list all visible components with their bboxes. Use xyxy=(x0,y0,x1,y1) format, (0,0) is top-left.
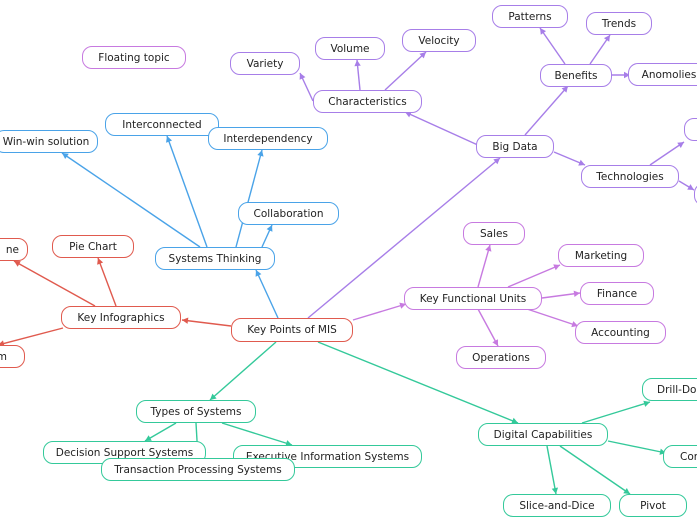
arrowhead xyxy=(553,264,560,271)
technology-subtopic[interactable] xyxy=(684,118,697,141)
trends-topic[interactable]: Trends xyxy=(586,12,652,35)
arrowhead xyxy=(62,153,69,160)
arrowhead xyxy=(551,487,559,494)
arrowhead xyxy=(14,261,21,267)
connector-line xyxy=(97,257,117,307)
infographic-topic-cut-off[interactable]: ne xyxy=(0,238,28,261)
arrowhead xyxy=(603,35,610,42)
digital-capabilities-topic[interactable]: Digital Capabilities xyxy=(478,423,608,446)
connector-line xyxy=(524,85,569,136)
collaboration-topic[interactable]: Collaboration xyxy=(238,202,339,225)
key-functional-units-topic[interactable]: Key Functional Units xyxy=(404,287,542,310)
connector-line xyxy=(352,303,407,321)
arrowhead xyxy=(493,158,500,165)
connector-line xyxy=(61,152,201,248)
infographic-topic-cut-off[interactable]: m xyxy=(0,345,25,368)
connector-line xyxy=(307,157,501,319)
connector-line xyxy=(526,308,579,327)
connector-line xyxy=(559,445,631,495)
consolidation-topic[interactable]: Con xyxy=(663,445,697,468)
connector-line xyxy=(507,264,561,288)
arrowhead xyxy=(145,435,152,441)
connector-line xyxy=(181,319,232,327)
connector-line xyxy=(539,27,566,65)
connector-line xyxy=(404,111,481,147)
connector-line xyxy=(546,445,557,495)
arrowhead xyxy=(255,270,262,277)
interconnected-topic[interactable]: Interconnected xyxy=(105,113,219,136)
marketing-topic[interactable]: Marketing xyxy=(558,244,644,267)
drill-down-topic[interactable]: Drill-Do xyxy=(642,378,697,401)
arrowhead xyxy=(419,52,426,59)
arrowhead xyxy=(354,60,361,67)
arrowhead xyxy=(166,136,173,143)
connector-line xyxy=(384,51,427,91)
arrowhead xyxy=(97,258,104,265)
arrowhead xyxy=(405,111,412,118)
operations-topic[interactable]: Operations xyxy=(456,346,546,369)
arrowhead xyxy=(623,487,630,494)
volume-topic[interactable]: Volume xyxy=(315,37,385,60)
arrowhead xyxy=(257,150,264,157)
technologies-topic[interactable]: Technologies xyxy=(581,165,679,188)
connector-line xyxy=(477,244,491,288)
sales-topic[interactable]: Sales xyxy=(463,222,525,245)
arrowhead xyxy=(485,245,492,252)
connector-line xyxy=(235,149,263,248)
connector-line xyxy=(166,135,208,248)
connector-line xyxy=(649,141,685,166)
arrowhead xyxy=(578,159,585,166)
variety-topic[interactable]: Variety xyxy=(230,52,300,75)
arrowhead xyxy=(299,73,306,80)
pie-chart-topic[interactable]: Pie Chart xyxy=(52,235,134,258)
arrowhead xyxy=(266,225,273,232)
accounting-topic[interactable]: Accounting xyxy=(575,321,666,344)
key-infographics-topic[interactable]: Key Infographics xyxy=(61,306,181,329)
arrowhead xyxy=(492,339,498,346)
finance-topic[interactable]: Finance xyxy=(580,282,654,305)
root-topic[interactable]: Key Points of MIS xyxy=(231,318,353,342)
arrowhead xyxy=(511,417,518,424)
anomolies-topic[interactable]: Anomolies xyxy=(628,63,697,86)
benefits-topic[interactable]: Benefits xyxy=(540,64,612,87)
connector-line xyxy=(209,341,277,401)
arrowhead xyxy=(677,142,684,149)
connector-line xyxy=(0,327,64,346)
big-data-topic[interactable]: Big Data xyxy=(476,135,554,158)
connector-line xyxy=(317,341,519,424)
arrowhead xyxy=(643,400,650,407)
pivot-topic[interactable]: Pivot xyxy=(619,494,687,517)
arrowhead xyxy=(687,184,694,190)
arrowhead xyxy=(561,86,568,93)
interdependency-topic[interactable]: Interdependency xyxy=(208,127,328,150)
arrowhead xyxy=(182,317,189,324)
arrowhead xyxy=(285,440,292,447)
connector-line xyxy=(13,260,96,307)
arrowhead xyxy=(573,290,580,297)
connector-line xyxy=(541,292,581,299)
arrowhead xyxy=(624,71,630,79)
characteristics-topic[interactable]: Characteristics xyxy=(313,90,422,113)
connector-line xyxy=(255,269,279,319)
win-win-solution-topic[interactable]: Win-win solution xyxy=(0,130,98,153)
patterns-topic[interactable]: Patterns xyxy=(492,5,568,28)
connector-line xyxy=(581,401,651,424)
arrowhead xyxy=(540,28,547,35)
transaction-processing-systems-topic[interactable]: Transaction Processing Systems xyxy=(101,458,295,481)
slice-and-dice-topic[interactable]: Slice-and-Dice xyxy=(503,494,611,517)
velocity-topic[interactable]: Velocity xyxy=(402,29,476,52)
connector-line xyxy=(607,440,667,454)
connector-line xyxy=(477,308,499,347)
systems-thinking-topic[interactable]: Systems Thinking xyxy=(155,247,275,270)
types-of-systems-topic[interactable]: Types of Systems xyxy=(136,400,256,423)
floating-topic[interactable]: Floating topic xyxy=(82,46,186,69)
arrowhead xyxy=(210,393,217,400)
connector-line xyxy=(221,422,293,446)
